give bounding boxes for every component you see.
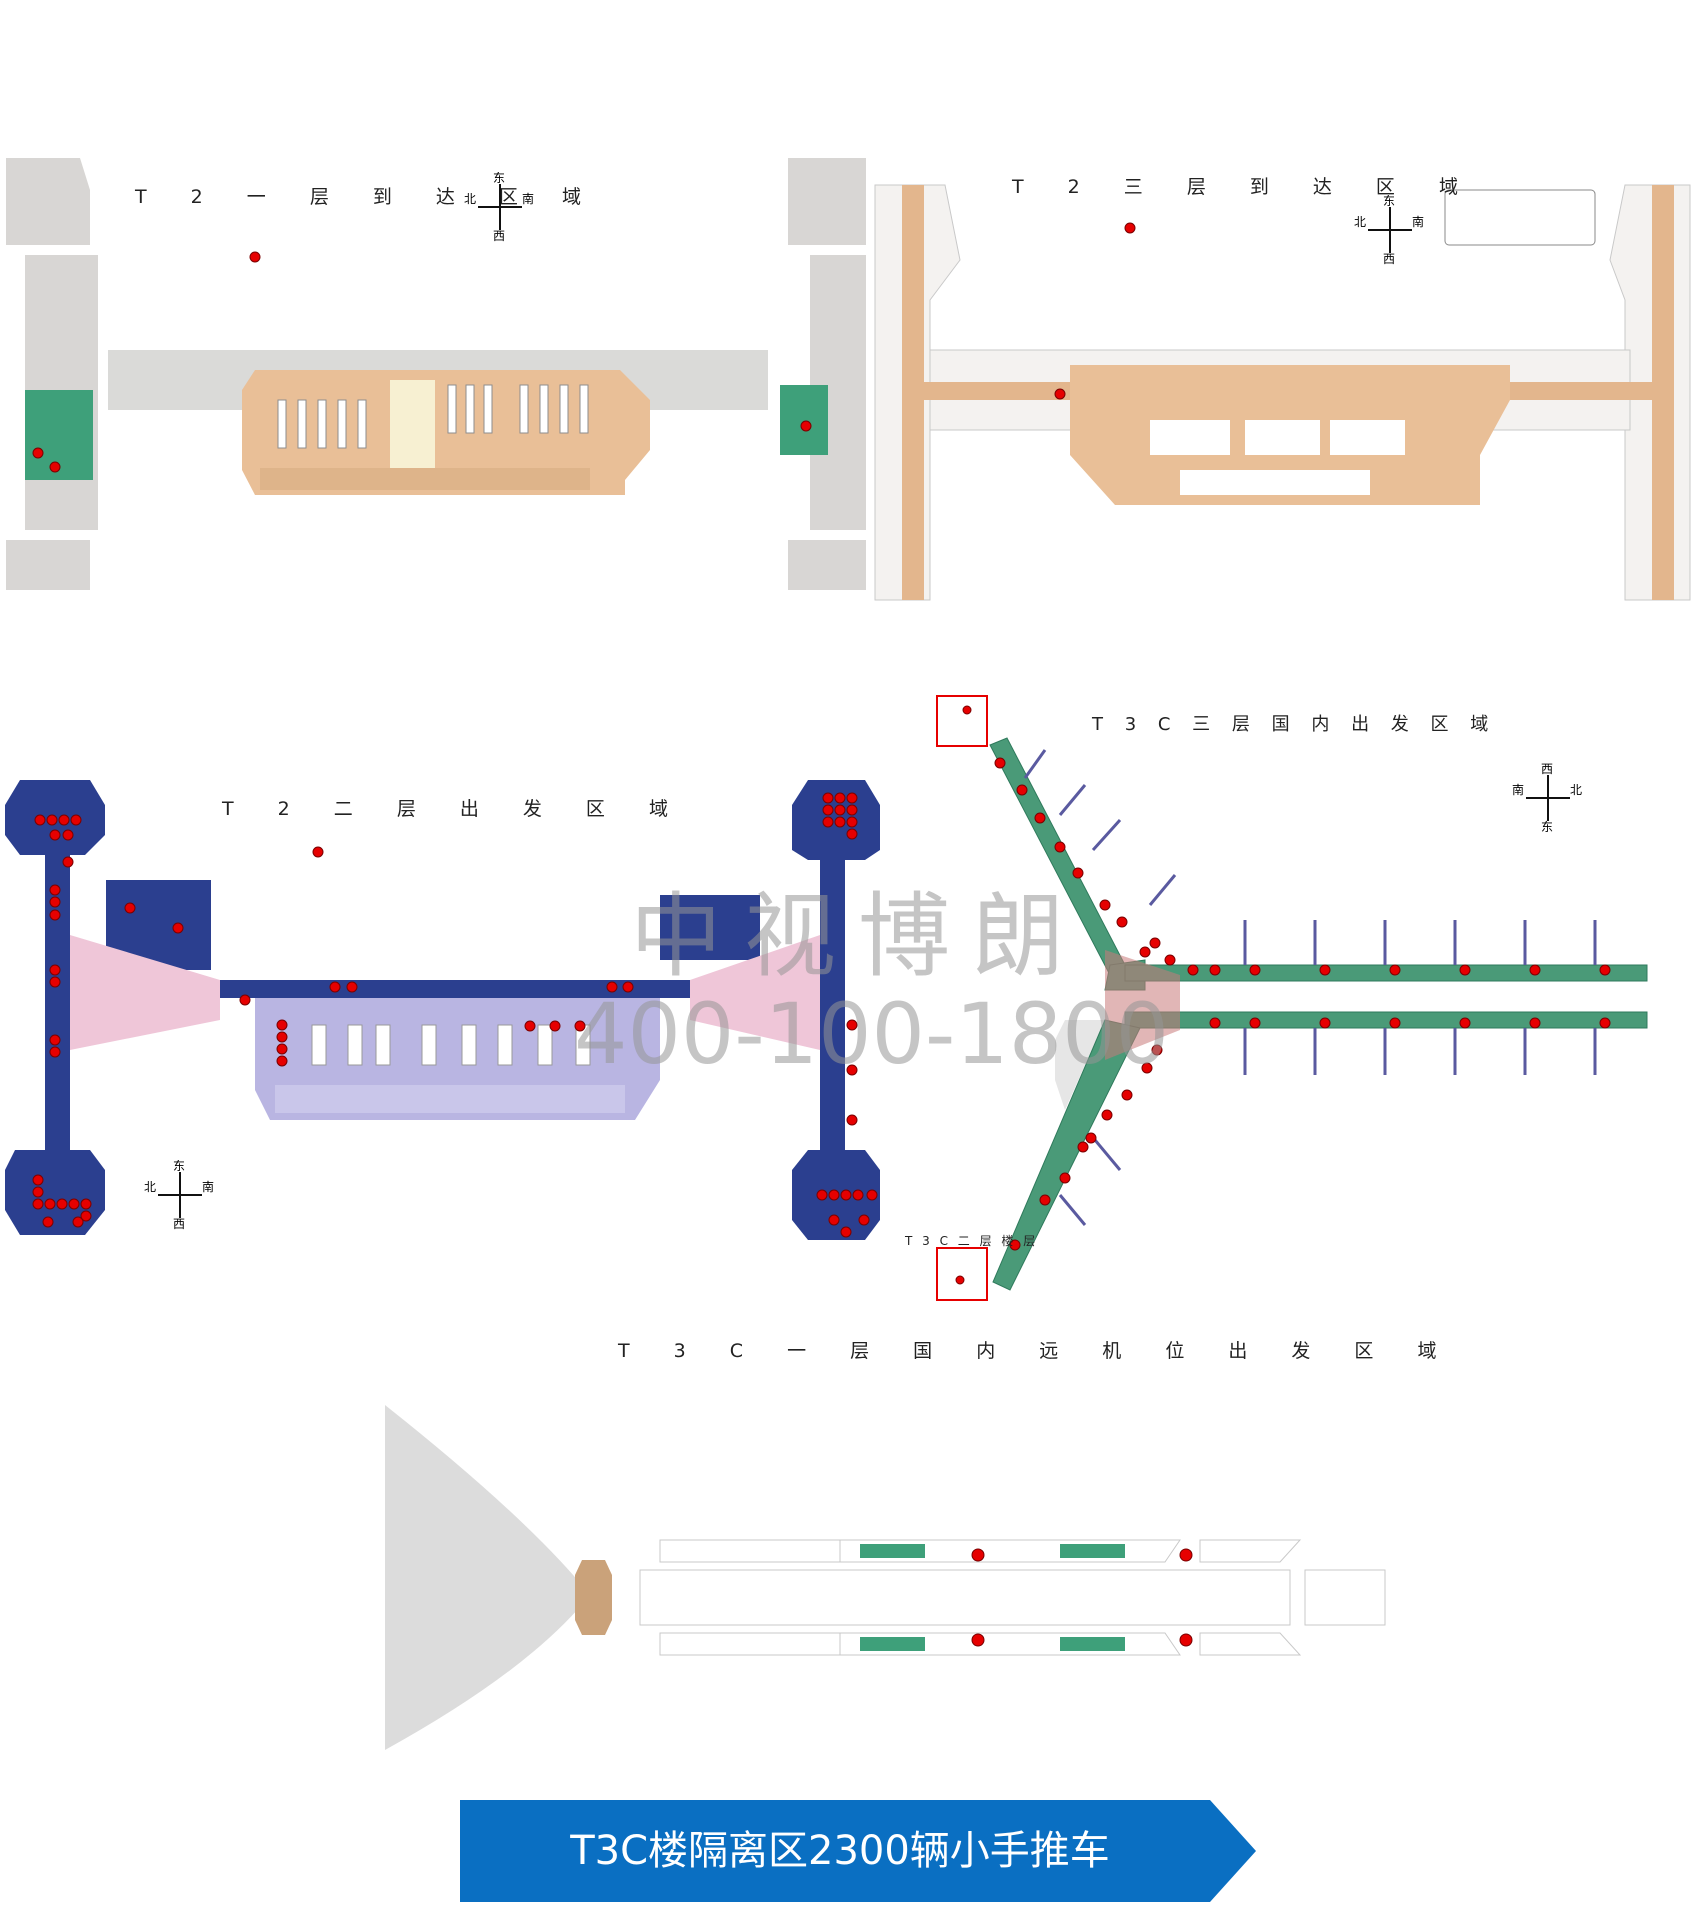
- gate-rooms: [860, 1544, 1125, 1651]
- apron-fan: [385, 1405, 590, 1750]
- svg-text:南: 南: [1512, 782, 1524, 797]
- svg-text:西: 西: [493, 229, 505, 242]
- svg-text:西: 西: [173, 1217, 185, 1230]
- t3c-floor3-title: T 3 C 三 层 国 内 出 发 区 域: [1092, 714, 1497, 735]
- compass-t3c-floor3: 西 东 南 北: [1512, 763, 1582, 833]
- svg-text:东: 东: [173, 1160, 185, 1173]
- t2-floor3-title: T 2 三 层 到 达 区 域: [1012, 176, 1477, 198]
- svg-text:北: 北: [1354, 215, 1366, 229]
- green-zone-right: [780, 385, 828, 455]
- t2-floor3-arrival-map: [874, 184, 1691, 601]
- svg-text:东: 东: [1541, 820, 1553, 833]
- t3c-floor2-label: T 3 C 二 层 楼 层: [905, 1234, 1039, 1248]
- concourse-shadow-fill: [1055, 1020, 1105, 1110]
- svg-text:北: 北: [144, 1180, 156, 1194]
- compass-t2-floor1: 东 西 北 南: [464, 172, 534, 242]
- terminal-node: [575, 1560, 612, 1635]
- t3c-floor1-title: T 3 C 一 层 国 内 远 机 位 出 发 区 域: [618, 1340, 1456, 1362]
- t2-floor1-arrival-map: [6, 158, 866, 590]
- cart-markers: [32, 251, 812, 473]
- gate-bridges: [1023, 749, 1597, 1226]
- hall-blocks: [1150, 420, 1405, 495]
- cart-markers: [955, 705, 1611, 1285]
- svg-text:南: 南: [522, 191, 534, 206]
- compass-t2-floor3: 东 西 北 南: [1354, 195, 1424, 265]
- t2-floor1-title: T 2 一 层 到 达 区 域: [135, 186, 600, 208]
- hub: [1105, 950, 1180, 1060]
- banner-text: T3C楼隔离区2300辆小手推车: [570, 1828, 1110, 1874]
- t3c-top-red-box: [936, 695, 988, 747]
- t3c-floor1-departure-map: [385, 1405, 1386, 1750]
- svg-text:北: 北: [1570, 783, 1582, 797]
- cart-markers: [32, 792, 878, 1238]
- banner-arrow: [460, 1800, 1256, 1902]
- t2-floor2-departure-map: [5, 780, 880, 1240]
- svg-text:西: 西: [1541, 763, 1553, 776]
- baggage-carousels: [277, 384, 589, 449]
- cart-markers: [971, 1548, 1193, 1647]
- compass-t2-floor2: 东 西 北 南: [144, 1160, 214, 1230]
- svg-text:东: 东: [1383, 195, 1395, 208]
- svg-text:南: 南: [202, 1179, 214, 1194]
- bus-lanes: [639, 1539, 1386, 1656]
- t2-floor2-title: T 2 二 层 出 发 区 域: [222, 798, 687, 820]
- svg-text:西: 西: [1383, 252, 1395, 265]
- check-in-islands: [311, 1024, 591, 1066]
- svg-text:东: 东: [493, 172, 505, 185]
- cart-markers: [1054, 222, 1136, 400]
- t3c-bottom-red-box: [936, 1247, 988, 1301]
- connector-corridors: [70, 935, 820, 1050]
- greeting-hall-strip: [260, 468, 590, 490]
- watermark-phone: 400-100-1800: [574, 985, 1170, 1083]
- svg-text:南: 南: [1412, 214, 1424, 229]
- svg-text:北: 北: [464, 192, 476, 206]
- central-hall: [390, 380, 435, 475]
- check-in-strip: [275, 1085, 625, 1113]
- t3c-floor3-departure-map: [936, 695, 1648, 1301]
- legend-box: [1444, 189, 1596, 246]
